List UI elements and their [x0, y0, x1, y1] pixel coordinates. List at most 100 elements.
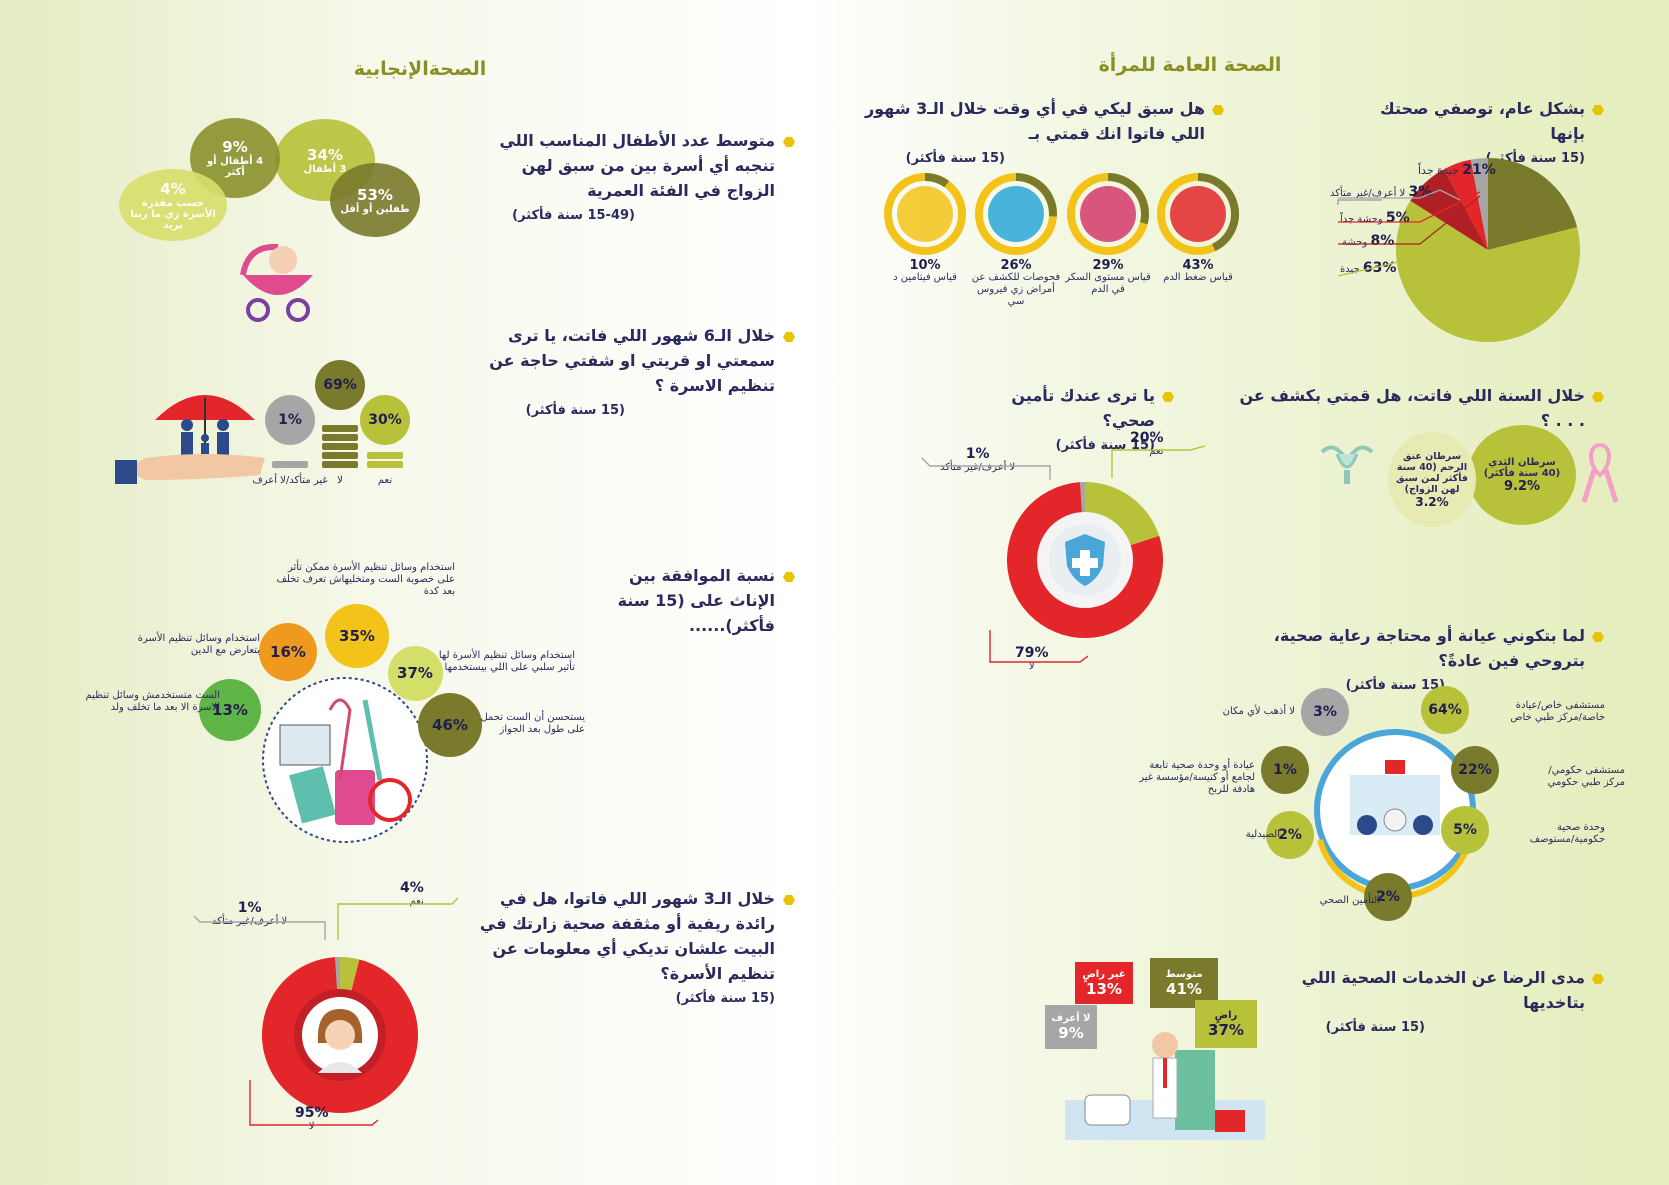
- children-pct: 9%: [222, 138, 248, 156]
- q-children-sub: (15-49 سنة فأكثر): [512, 208, 635, 223]
- agree-label: استخدام وسائل تنظيم الأسرة ممكن تأثر على…: [276, 562, 455, 597]
- care-label: مستشفى حكومي/مركز طبي حكومي: [1547, 765, 1625, 788]
- q-sat-text: مدى الرضا عن الخدمات الصحية اللي بتاخديه…: [1301, 968, 1585, 1012]
- heard-bar-stack: [322, 452, 358, 459]
- q-sat-sub: (15 سنة فأكثر): [1325, 1020, 1425, 1035]
- agree-label: استخدام وسائل تنظيم الأسرة يتعارض مع الد…: [137, 633, 260, 656]
- care-bubble: 1%: [1261, 746, 1309, 794]
- agree-bubble: 37%: [387, 645, 443, 701]
- care-pct: 2%: [1278, 827, 1302, 843]
- uterus-icon: [1320, 445, 1374, 484]
- care-label: مستشفى خاص/عيادة خاصة/مركز طبي خاص: [1510, 700, 1605, 723]
- children-pct: 34%: [307, 145, 343, 164]
- q-health-text: بشكل عام، توصفي صحتك بإنها: [1380, 99, 1585, 143]
- q-visit: خلال الـ3 شهور اللي فاتوا، هل في رائدة ر…: [470, 886, 775, 1011]
- baby-stroller-icon: [240, 243, 313, 322]
- q-screen-text: خلال السنة اللي فاتت، هل قمتي بكشف عن . …: [1239, 386, 1585, 430]
- pink-ribbon-icon: [1581, 442, 1619, 503]
- ins-label-yes: 20% نعم: [1130, 430, 1164, 457]
- ins-label-dk: 1% لا أعرف/غير متأكد: [940, 446, 1015, 473]
- care-label: وحدة صحية حكومية/مستوصف: [1529, 822, 1605, 845]
- visit-pct-yes: 4%: [400, 880, 424, 896]
- visit-label-yes: 4% نعم: [400, 880, 424, 907]
- health-lbl-bad: وحشة: [1342, 237, 1368, 248]
- family-umbrella-icon: [115, 395, 265, 484]
- children-pct: 4%: [160, 179, 186, 198]
- sat-pct: 37%: [1208, 1020, 1244, 1039]
- heard-bar-stack: [367, 452, 403, 459]
- heard-bubble: 30%: [360, 395, 410, 445]
- q-tests-text: هل سبق ليكي في أي وقت خلال الـ3 شهور الل…: [864, 99, 1205, 143]
- breast-cancer-label: سرطان الثدي (40 سنة فأكثر): [1483, 456, 1561, 479]
- visit-label-no: 95% لا: [295, 1105, 329, 1132]
- health-pct-bad: 8%: [1370, 233, 1395, 249]
- q-agree-text: نسبة الموافقة بين الإناث على (15 سنة فأك…: [617, 566, 775, 635]
- agree-pct: 37%: [397, 664, 433, 682]
- care-pct: 5%: [1453, 822, 1477, 838]
- health-lbl-good: جيدة: [1340, 264, 1360, 275]
- ins-lbl-no: لا: [1028, 661, 1035, 672]
- heard-pct: 69%: [323, 377, 357, 393]
- q-satisfaction: مدى الرضا عن الخدمات الصحية اللي بتاخديه…: [1270, 965, 1585, 1040]
- heard-bar-stack: [272, 461, 308, 468]
- general-health-title: الصحة العامة للمرأة: [1098, 54, 1282, 76]
- agree-bubble: 16%: [259, 623, 317, 681]
- sat-label: راضٍ: [1214, 1009, 1238, 1021]
- care-label: لا أذهب لأي مكان: [1222, 706, 1295, 717]
- agree-bubble: 13%: [199, 679, 261, 741]
- care-pct: 2%: [1376, 889, 1400, 905]
- q-health: بشكل عام، توصفي صحتك بإنها (15 سنة فأكثر…: [1360, 96, 1585, 171]
- q-heard-sub: (15 سنة فأكثر): [525, 403, 625, 418]
- children-bubble: 53%طفلين أو أقل: [330, 163, 420, 237]
- doctor-city-illustration: [1065, 1032, 1265, 1140]
- care-bubble: 64%: [1421, 686, 1469, 734]
- test-label: قياس ضغط الدم: [1163, 272, 1233, 283]
- cervical-cancer-bubble: سرطان عنق الرحم (40 سنة فأكثر لمن سبق له…: [1388, 432, 1476, 527]
- health-pct-good: 63%: [1362, 260, 1397, 276]
- test-ring-label: 29%قياس مستوى السكر في الدم: [1063, 259, 1153, 296]
- test-ring-label: 10%قياس فيتامين د: [880, 259, 970, 284]
- health-label-good: 63% جيدة: [1340, 260, 1396, 276]
- health-label-vgood: 21% جيدة جداً: [1418, 162, 1496, 178]
- health-label-vbad: 5% وحشة جداً: [1340, 210, 1410, 226]
- test-ring-label: 43%قياس ضغط الدم: [1153, 259, 1243, 284]
- ins-label-no: 79% لا: [1015, 645, 1049, 672]
- test-ring-arc: [924, 173, 950, 188]
- q-care: لما بتكوني عيانة أو محتاجة رعاية صحية، ب…: [1210, 623, 1585, 698]
- test-ring-icon: [1080, 186, 1136, 242]
- agree-bubble: 46%: [418, 693, 482, 757]
- sat-pct: 9%: [1058, 1023, 1084, 1042]
- q-heard: خلال الـ6 شهور اللي فاتت، يا ترى سمعتي ا…: [470, 323, 775, 423]
- visit-pct-dk: 1%: [237, 900, 262, 916]
- agree-pct: 16%: [270, 643, 306, 661]
- test-label: قياس مستوى السكر في الدم: [1065, 272, 1151, 295]
- agree-pct: 35%: [339, 627, 375, 645]
- visit-label-dk: 1% لا أعرف/غير متأكد: [212, 900, 287, 927]
- agree-label: استخدام وسائل تنظيم الأسرة لها تأثير سلب…: [438, 650, 575, 673]
- care-pct: 1%: [1273, 762, 1297, 778]
- children-label: طفلين أو أقل: [340, 203, 410, 215]
- visit-lbl-no: لا: [308, 1121, 315, 1132]
- heard-pct: 30%: [368, 412, 402, 428]
- sat-label: غير راضٍ: [1082, 968, 1126, 980]
- heard-label: نعم: [377, 475, 393, 486]
- test-label: فحوصات للكشف عن أمراض زي فيروس سي: [971, 272, 1061, 307]
- care-pct: 22%: [1458, 762, 1492, 778]
- ins-lbl-dk: لا أعرف/غير متأكد: [940, 462, 1016, 473]
- cervical-cancer-pct: 3.2%: [1415, 494, 1449, 509]
- heard-bar-stack: [367, 461, 403, 468]
- bullet-icon: [1592, 974, 1604, 984]
- heard-label: غير متأكد/لا أعرف: [252, 475, 328, 486]
- bullet-icon: [783, 895, 795, 905]
- heard-bar-stack: [322, 434, 358, 441]
- care-label: التأمين الصحي: [1319, 895, 1380, 906]
- q-agree: نسبة الموافقة بين الإناث على (15 سنة فأك…: [600, 563, 775, 638]
- q-tests-sub: (15 سنة فأكثر): [905, 151, 1005, 166]
- care-bubble: 3%: [1301, 688, 1349, 736]
- ins-pct-no: 79%: [1015, 645, 1049, 661]
- bullet-icon: [1592, 392, 1604, 402]
- reproductive-health-title: الصحةالإنجابية: [353, 58, 487, 80]
- ins-lbl-yes: نعم: [1149, 446, 1164, 457]
- heard-pct: 1%: [278, 412, 302, 428]
